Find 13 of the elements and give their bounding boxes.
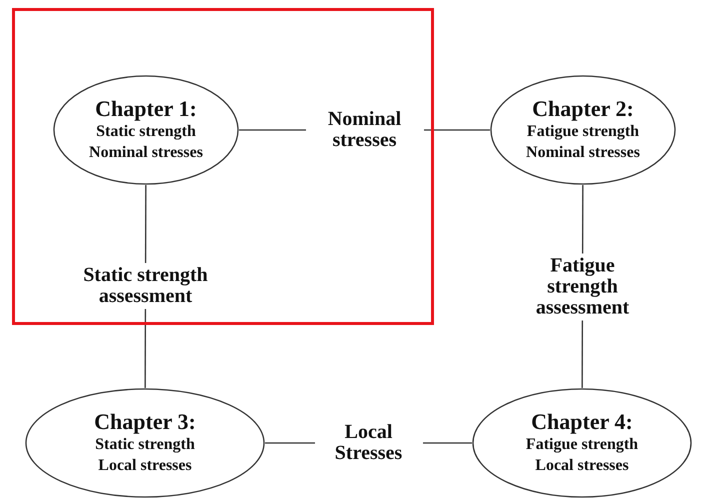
chapter-topic: Fatigue strength (526, 122, 640, 142)
chapter-title: Chapter 2: (532, 96, 634, 122)
chapter-topic: Fatigue strength (526, 435, 638, 456)
chapter-title: Chapter 3: (94, 409, 196, 436)
chapter-topic: Static strength (95, 435, 195, 456)
chapter-title: Chapter 4: (531, 409, 633, 436)
chapter-topic: Local stresses (98, 456, 192, 476)
chapter-topic: Nominal stresses (526, 143, 640, 164)
chapter-topic: Static strength (96, 122, 196, 142)
chapter-title: Chapter 1: (95, 96, 197, 122)
chapter-topic: Local stresses (535, 456, 629, 476)
highlight-frame (12, 8, 434, 325)
chapter-topic: Nominal stresses (89, 143, 203, 164)
